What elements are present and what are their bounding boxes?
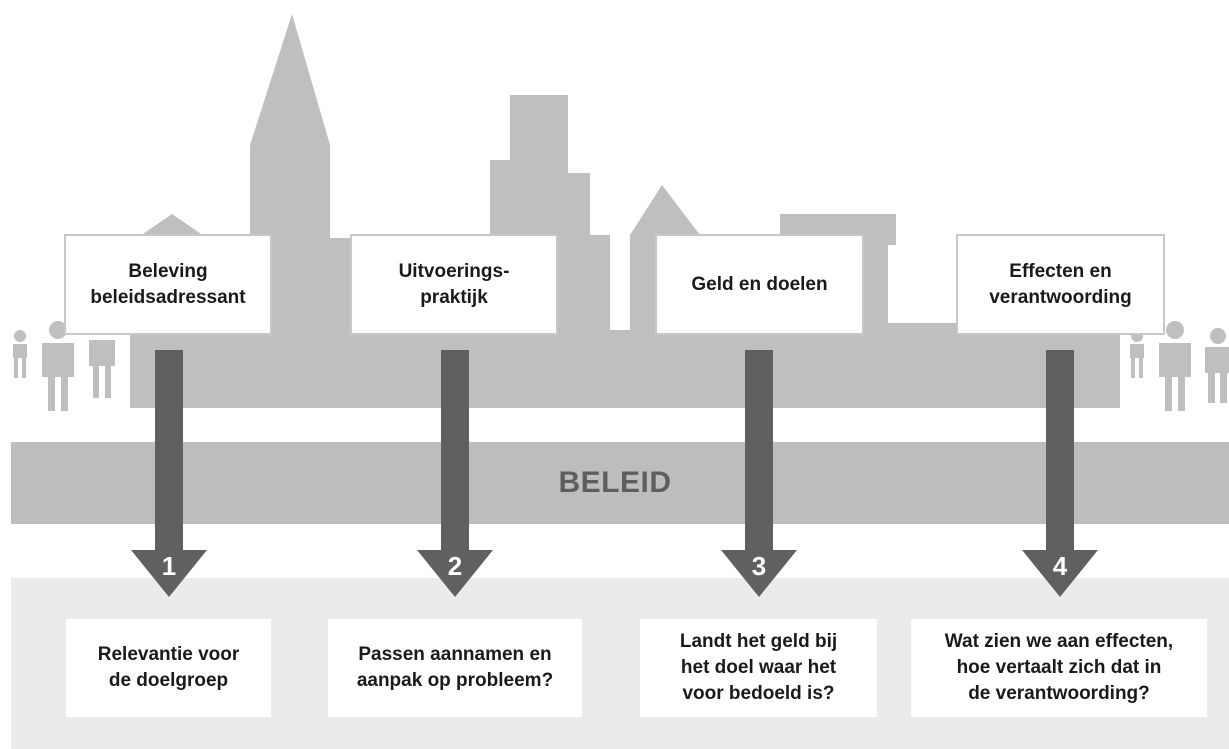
top-label-2: Uitvoerings- praktijk [398, 260, 510, 308]
bottom-box-3: Landt het geld bij het doel waar het voo… [640, 619, 877, 717]
top-label-3: Geld en doelen [691, 273, 828, 295]
arrow-number-1: 1 [161, 551, 177, 581]
beleid-band [11, 442, 1229, 524]
arrow-3 [721, 350, 797, 597]
bottom-box-2: Passen aannamen en aanpak op probleem? [328, 619, 582, 717]
top-label-1: Beleving beleidsadressant [90, 260, 246, 308]
arrow-number-4: 4 [1052, 551, 1068, 581]
bottom-label-4: Wat zien we aan effecten, hoe vertaalt z… [944, 631, 1174, 704]
city-skyline [130, 14, 1120, 408]
beleid-label: BELEID [558, 466, 672, 499]
arrow-1 [131, 350, 207, 597]
arrow-2 [417, 350, 493, 597]
bottom-box-1: Relevantie voor de doelgroep [66, 619, 271, 717]
bottom-box-4: Wat zien we aan effecten, hoe vertaalt z… [911, 619, 1207, 717]
top-box-uitvoeringspraktijk: Uitvoerings- praktijk [350, 234, 558, 335]
small-roof [140, 214, 204, 236]
top-box-beleving: Beleving beleidsadressant [64, 234, 272, 335]
arrow-number-2: 2 [447, 551, 463, 581]
arrow-number-3: 3 [751, 551, 767, 581]
top-box-effecten: Effecten en verantwoording [956, 234, 1165, 335]
bottom-label-1: Relevantie voor de doelgroep [97, 644, 240, 691]
bottom-label-3: Landt het geld bij het doel waar het voo… [679, 631, 838, 704]
arrow-4 [1022, 350, 1098, 597]
top-box-geld-en-doelen: Geld en doelen [655, 234, 864, 335]
bottom-label-2: Passen aannamen en aanpak op probleem? [356, 644, 554, 691]
top-label-4: Effecten en verantwoording [989, 260, 1132, 308]
people-group-right [1130, 321, 1229, 411]
